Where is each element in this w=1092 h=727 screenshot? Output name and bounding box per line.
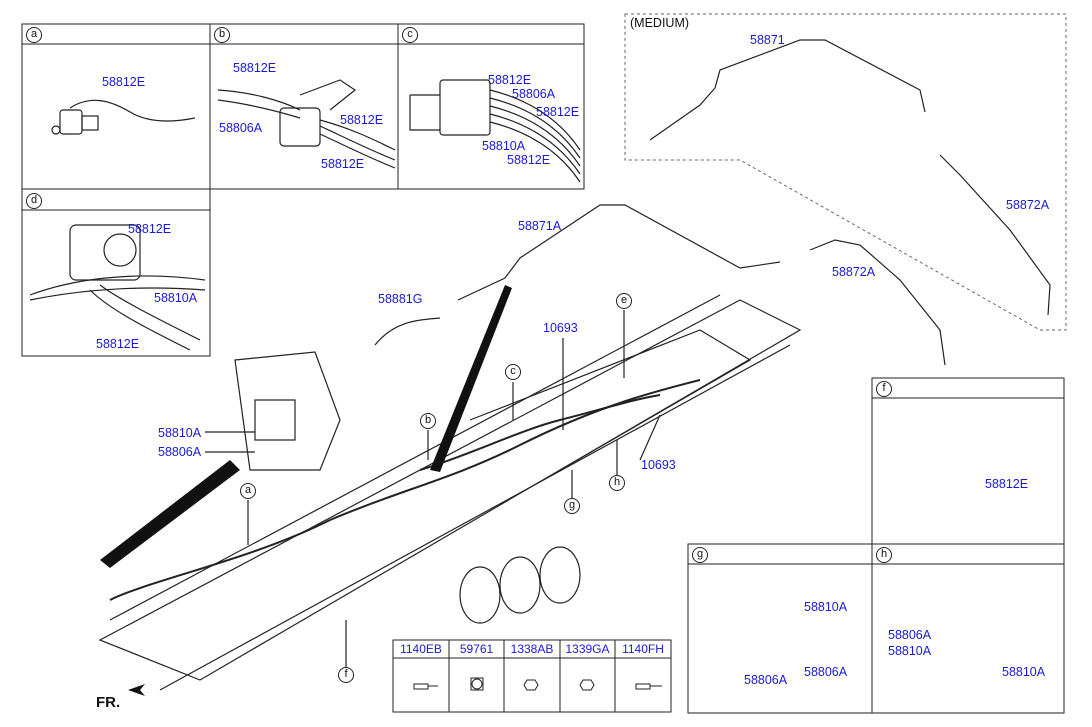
detail-pointer-left: [100, 460, 240, 568]
callout-h: h: [609, 475, 625, 491]
part-label: 58810A: [888, 644, 932, 658]
part-label: 58812E: [233, 61, 277, 75]
part-label: 58812E: [102, 75, 146, 89]
panel-c-frame: [397, 23, 585, 190]
part-label: 58812E: [507, 153, 551, 167]
panel-b-frame: [209, 23, 399, 190]
medium-region: [624, 13, 1067, 331]
panel-a-frame: [21, 23, 211, 190]
callout-c: c: [505, 364, 521, 380]
medium-title: (MEDIUM): [630, 16, 690, 30]
part-label: 58810A: [158, 426, 202, 440]
part-label: 58806A: [512, 87, 556, 101]
parts-header: 1339GA: [565, 642, 610, 656]
part-label: 58806A: [158, 445, 202, 459]
part-label: 58812E: [128, 222, 172, 236]
panel-f-frame: [871, 377, 1065, 545]
panel-a-callout: a: [26, 27, 42, 43]
callout-f: f: [338, 667, 354, 683]
part-label: 10693: [543, 321, 578, 335]
panel-g-frame: [687, 543, 873, 714]
part-label: 58810A: [482, 139, 526, 153]
part-label: 58872A: [1006, 198, 1050, 212]
panel-g-callout: g: [692, 547, 708, 563]
parts-header: 59761: [459, 642, 494, 656]
callout-g: g: [564, 498, 580, 514]
part-label: 58806A: [888, 628, 932, 642]
part-label: 10693: [641, 458, 676, 472]
part-label: 58806A: [744, 673, 788, 687]
panel-d-callout: d: [26, 193, 42, 209]
part-label: 58810A: [804, 600, 848, 614]
part-label: 58812E: [985, 477, 1029, 491]
parts-header: 1140FH: [622, 642, 664, 656]
part-label: 58881G: [378, 292, 423, 306]
front-arrow-icon: [128, 684, 145, 696]
parts-table-frame: [392, 639, 672, 713]
detail-pointer-center: [430, 285, 512, 472]
part-label: 58812E: [96, 337, 140, 351]
part-label: 58871: [750, 33, 785, 47]
part-label: 58806A: [219, 121, 263, 135]
panel-h-callout: h: [876, 547, 892, 563]
panel-h-frame: [871, 543, 1065, 714]
callout-e: e: [616, 293, 632, 309]
panel-f-callout: f: [876, 381, 892, 397]
part-label: 58810A: [1002, 665, 1046, 679]
panel-d-frame: [21, 188, 211, 357]
part-label: 58810A: [154, 291, 198, 305]
part-label: 58872A: [832, 265, 876, 279]
part-label: 58806A: [804, 665, 848, 679]
parts-header: 1140EB: [400, 642, 442, 656]
part-label: 58871A: [518, 219, 562, 233]
panel-c-callout: c: [402, 27, 418, 43]
callout-a: a: [240, 483, 256, 499]
panel-b-callout: b: [214, 27, 230, 43]
part-label: 58812E: [536, 105, 580, 119]
part-label: 58812E: [340, 113, 384, 127]
part-label: 58812E: [488, 73, 532, 87]
callout-b: b: [420, 413, 436, 429]
parts-header: 1338AB: [510, 642, 554, 656]
part-label: 58812E: [321, 157, 365, 171]
front-direction-label: FR.: [96, 694, 121, 711]
